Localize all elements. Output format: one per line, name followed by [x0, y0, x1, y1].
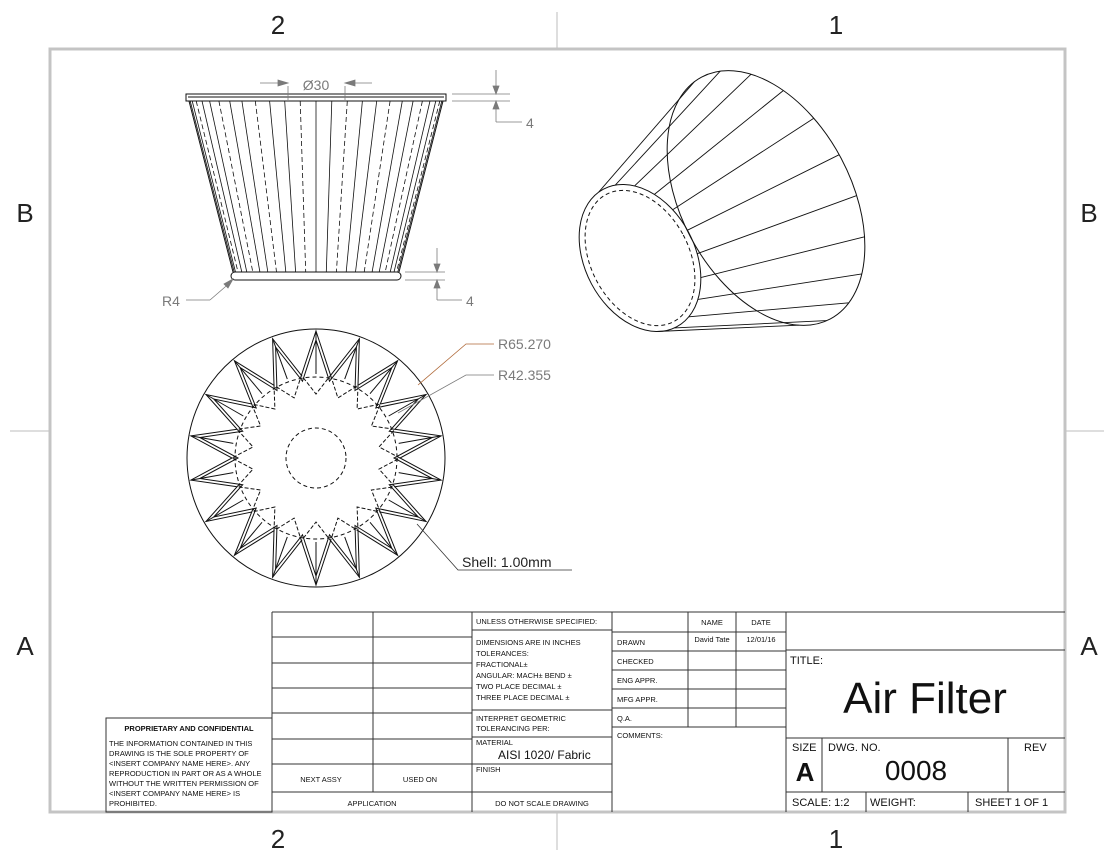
- date-column-header: DATE: [751, 618, 770, 627]
- proprietary-line: DRAWING IS THE SOLE PROPERTY OF: [109, 749, 249, 758]
- zone-label-bottom-1: 1: [829, 824, 843, 854]
- used-on-label: USED ON: [403, 775, 437, 784]
- title-block: [105, 611, 1065, 813]
- do-not-scale-label: DO NOT SCALE DRAWING: [495, 799, 589, 808]
- zone-tick-marks: [10, 12, 1104, 850]
- zone-label-right-b: B: [1080, 198, 1097, 228]
- sheet-border: [48, 47, 1067, 814]
- bottom-rim: [230, 271, 402, 281]
- iso-back-rim: [666, 70, 866, 326]
- tolerance-line: ANGULAR: MACH± BEND ±: [476, 671, 572, 680]
- pleat-star: [189, 329, 443, 587]
- outer-circle: [186, 328, 446, 588]
- tolerance-line: TOLERANCES:: [476, 649, 529, 658]
- interpret-line: TOLERANCING PER:: [476, 724, 550, 733]
- tolerance-line: FRACTIONAL±: [476, 660, 528, 669]
- dwg-no-label: DWG. NO.: [828, 742, 881, 754]
- title-label: TITLE:: [790, 655, 823, 667]
- pleat-lines: [189, 100, 443, 273]
- top-rim-dimension: 4: [526, 115, 534, 131]
- name-column-header: NAME: [701, 618, 723, 627]
- proprietary-line: WITHOUT THE WRITTEN PERMISSION OF: [109, 779, 259, 788]
- approval-label: CHECKED: [617, 657, 654, 666]
- zone-label-left-a: A: [16, 631, 34, 661]
- approval-name: David Tate: [694, 635, 729, 644]
- diameter-dimension: Ø30: [303, 77, 330, 93]
- unless-specified: UNLESS OTHERWISE SPECIFIED:: [476, 617, 597, 626]
- tolerance-line: TWO PLACE DECIMAL ±: [476, 682, 562, 691]
- scale-label: SCALE: 1:2: [792, 797, 849, 809]
- material-value: AISI 1020/ Fabric: [498, 748, 591, 762]
- inner-ring: [234, 376, 398, 540]
- proprietary-line: PROHIBITED.: [109, 799, 157, 808]
- shell-note: Shell: 1.00mm: [462, 554, 551, 570]
- proprietary-heading: PROPRIETARY AND CONFIDENTIAL: [124, 724, 254, 733]
- comments-label: COMMENTS:: [617, 731, 663, 740]
- approval-date: 12/01/16: [746, 635, 775, 644]
- finish-label: FINISH: [476, 765, 501, 774]
- fillet-dimension: R4: [162, 293, 180, 309]
- tolerance-line: DIMENSIONS ARE IN INCHES: [476, 638, 581, 647]
- zone-label-top-1: 1: [829, 10, 843, 40]
- application-label: APPLICATION: [347, 799, 396, 808]
- inner-radius-dimension: R42.355: [498, 367, 551, 383]
- top-view-leaders: [397, 343, 572, 571]
- zone-label-top-2: 2: [271, 10, 285, 40]
- size-value: A: [796, 757, 815, 787]
- outer-radius-dimension: R65.270: [498, 336, 551, 352]
- front-view: [185, 93, 447, 281]
- weight-label: WEIGHT:: [870, 797, 916, 809]
- approval-label: Q.A.: [617, 714, 632, 723]
- proprietary-line: THE INFORMATION CONTAINED IN THIS: [109, 739, 252, 748]
- cone-outline: [188, 100, 444, 273]
- proprietary-line: <INSERT COMPANY NAME HERE>. ANY: [109, 759, 250, 768]
- rev-label: REV: [1024, 742, 1047, 754]
- approval-label: DRAWN: [617, 638, 645, 647]
- center-opening: [285, 427, 347, 489]
- next-assy-label: NEXT ASSY: [300, 775, 342, 784]
- proprietary-line: <INSERT COMPANY NAME HERE> IS: [109, 789, 240, 798]
- iso-front-face: [578, 183, 702, 333]
- tolerance-line: THREE PLACE DECIMAL ±: [476, 693, 569, 702]
- front-view-dimensions: [186, 70, 522, 301]
- zone-label-bottom-2: 2: [271, 824, 285, 854]
- size-label: SIZE: [792, 742, 816, 754]
- iso-front-inner: [584, 189, 696, 327]
- zone-label-left-b: B: [16, 198, 33, 228]
- approval-label: ENG APPR.: [617, 676, 657, 685]
- dwg-no-value: 0008: [885, 755, 947, 786]
- isometric-view: [578, 70, 866, 333]
- top-view: [186, 328, 446, 588]
- material-label: MATERIAL: [476, 738, 513, 747]
- drawing-title: Air Filter: [843, 674, 1007, 723]
- iso-pleats: [598, 70, 865, 332]
- bottom-rim-dimension: 4: [466, 293, 474, 309]
- zone-label-right-a: A: [1080, 631, 1098, 661]
- approval-label: MFG APPR.: [617, 695, 658, 704]
- interpret-line: INTERPRET GEOMETRIC: [476, 714, 566, 723]
- proprietary-line: REPRODUCTION IN PART OR AS A WHOLE: [109, 769, 262, 778]
- sheet-label: SHEET 1 OF 1: [975, 797, 1048, 809]
